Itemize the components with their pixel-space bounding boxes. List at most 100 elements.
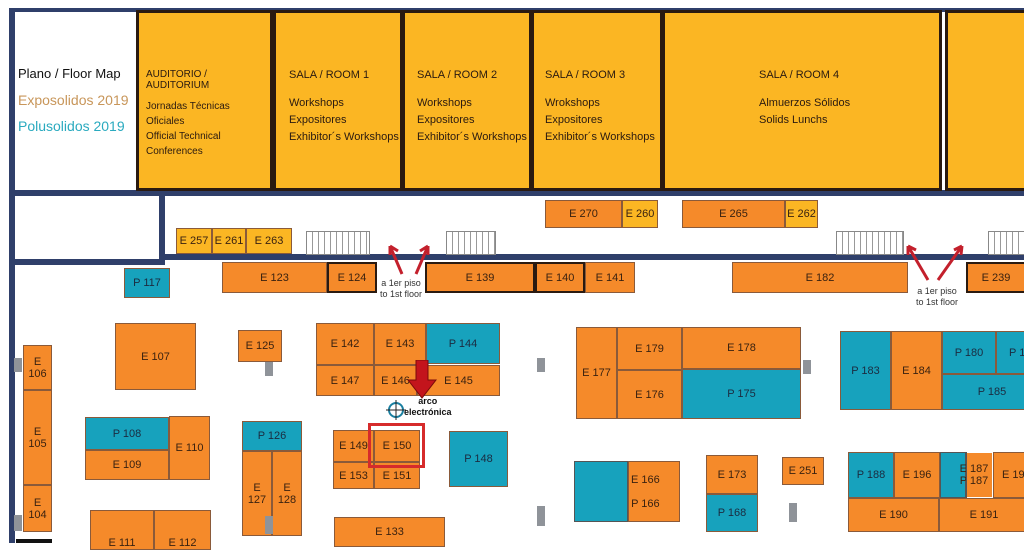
booth[interactable]: P 180 — [942, 331, 996, 374]
booth[interactable]: E 127 — [242, 451, 272, 536]
booth[interactable]: E 265 — [682, 200, 785, 228]
booth[interactable]: E 177 — [576, 327, 617, 419]
stairs-railing — [988, 231, 1024, 255]
booth[interactable]: E 149 — [333, 430, 374, 462]
booth-divider — [966, 452, 967, 498]
booth[interactable]: E 124 — [327, 262, 377, 293]
booth-highlighted[interactable]: E 150 — [374, 430, 420, 462]
pillar — [265, 516, 273, 534]
booth[interactable]: E 261 — [212, 228, 246, 254]
booth[interactable]: E 147 — [316, 365, 374, 396]
booth[interactable]: E 260 — [622, 200, 658, 228]
booth[interactable]: E 153 — [333, 462, 374, 489]
booth[interactable]: E 107 — [115, 323, 196, 390]
booth[interactable]: E 141 — [585, 262, 635, 293]
booth[interactable]: P 185 — [942, 374, 1024, 410]
booth[interactable]: P 168 — [706, 494, 758, 532]
booth[interactable]: E 251 — [782, 457, 824, 485]
room-desc: Almuerzos Sólidos Solids Lunchs — [759, 97, 851, 126]
booth[interactable]: E 184 — [891, 331, 942, 410]
booth[interactable]: E 263 — [246, 228, 292, 254]
booth[interactable]: P 144 — [426, 323, 500, 364]
booth[interactable]: E 190 — [848, 498, 939, 532]
booth[interactable]: E 191 — [939, 498, 1024, 532]
booth[interactable]: P 117 — [124, 268, 170, 298]
stairs-railing — [836, 231, 904, 255]
pillar — [803, 360, 811, 374]
booth[interactable]: P 148 — [449, 431, 508, 487]
stairs-railing — [446, 231, 496, 255]
pillar — [265, 362, 273, 376]
room-auditorium[interactable]: AUDITORIO / AUDITORIUM Jornadas Técnicas … — [136, 10, 273, 191]
booth[interactable]: E 139 — [425, 262, 535, 293]
legend: Plano / Floor Map Exposolidos 2019 Polus… — [18, 64, 129, 136]
booth-half — [940, 452, 966, 498]
pillar — [14, 515, 22, 531]
booth[interactable]: E 257 — [176, 228, 212, 254]
booth-half — [574, 461, 628, 522]
room-partial[interactable] — [945, 10, 1024, 191]
stairs-arrows-icon — [906, 244, 964, 281]
booth[interactable]: E 178 — [682, 327, 801, 369]
legend-polusolidos: Polusolidos 2019 — [18, 118, 125, 134]
booth[interactable]: E 187 P 187 — [959, 463, 989, 487]
wall — [10, 190, 1024, 196]
room-title: SALA / ROOM 3 — [545, 69, 626, 81]
pillar — [537, 506, 545, 526]
booth[interactable]: E 179 — [617, 327, 682, 370]
legend-exposolidos: Exposolidos 2019 — [18, 92, 129, 108]
down-arrow-icon — [407, 360, 437, 399]
booth[interactable]: E 262 — [785, 200, 818, 228]
booth[interactable]: E 104 — [23, 485, 52, 532]
stairs-arrows-icon — [388, 244, 430, 275]
pillar — [789, 503, 797, 522]
booth[interactable]: E 105 — [23, 390, 52, 485]
booth[interactable]: E 140 — [535, 262, 585, 293]
booth[interactable]: E 123 — [222, 262, 327, 293]
wall — [159, 194, 165, 264]
booth[interactable]: E 111 — [90, 510, 154, 550]
room-title: AUDITORIO / AUDITORIUM — [146, 69, 210, 91]
booth[interactable]: E 143 — [374, 323, 426, 365]
legend-title: Plano / Floor Map — [18, 66, 121, 81]
room-title: SALA / ROOM 4 — [759, 69, 840, 81]
room-desc: Jornadas Técnicas Oficiales Official Tec… — [146, 101, 230, 157]
booth[interactable]: P 183 — [840, 331, 891, 410]
booth[interactable]: E 110 — [169, 416, 210, 480]
arco-electronica-logo-icon — [386, 400, 406, 420]
booth[interactable]: P 108 — [85, 417, 169, 450]
booth[interactable]: E 182 — [732, 262, 908, 293]
booth[interactable]: E 239 — [966, 262, 1024, 293]
booth[interactable]: E 166 P 166 — [628, 461, 680, 522]
booth[interactable]: P 181 — [996, 331, 1024, 374]
door — [16, 539, 52, 543]
wall — [160, 254, 1024, 260]
booth[interactable]: E 133 — [334, 517, 445, 547]
room-title: SALA / ROOM 1 — [289, 69, 370, 81]
pillar — [14, 358, 22, 372]
booth[interactable]: P 188 — [848, 452, 894, 498]
stairs-note: a 1er piso to 1st floor — [915, 286, 959, 307]
booth[interactable]: E 176 — [617, 370, 682, 419]
wall-left — [9, 8, 15, 543]
booth[interactable]: P 126 — [242, 421, 302, 451]
booth[interactable]: E 173 — [706, 455, 758, 494]
booth[interactable]: E 125 — [238, 330, 282, 362]
booth[interactable]: E 109 — [85, 450, 169, 480]
booth[interactable]: E 270 — [545, 200, 622, 228]
pillar — [537, 358, 545, 372]
booth[interactable]: E 112 — [154, 510, 211, 550]
booth[interactable]: E 106 — [23, 345, 52, 390]
booth[interactable]: E 196 — [894, 452, 940, 498]
stairs-railing — [306, 231, 370, 255]
booth[interactable]: E 142 — [316, 323, 374, 365]
booth[interactable]: E 128 — [272, 451, 302, 536]
booth[interactable]: E 19 — [993, 452, 1024, 498]
room-title: SALA / ROOM 2 — [417, 69, 498, 81]
booth[interactable]: P 175 — [682, 369, 801, 419]
room-4[interactable]: SALA / ROOM 4 Almuerzos Sólidos Solids Lu… — [662, 10, 942, 191]
stairs-note: a 1er piso to 1st floor — [379, 278, 423, 299]
